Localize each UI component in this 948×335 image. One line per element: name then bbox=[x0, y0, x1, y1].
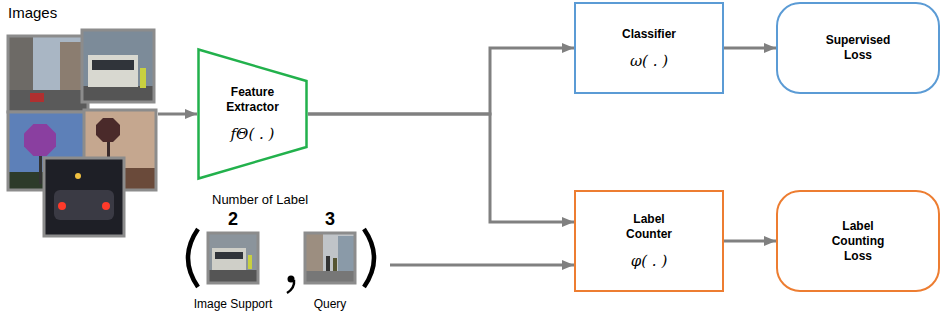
sign-post bbox=[39, 154, 42, 184]
image-set: Images bbox=[8, 4, 158, 236]
photo-frame bbox=[208, 233, 258, 283]
item-caption: Image Support bbox=[194, 296, 273, 312]
count-number: 3 bbox=[325, 208, 335, 230]
trapezoid-shape bbox=[199, 50, 307, 179]
node-title: Label Counter bbox=[619, 212, 679, 242]
street-light bbox=[75, 173, 81, 179]
person bbox=[248, 255, 252, 269]
road bbox=[82, 86, 154, 102]
photo-ground bbox=[82, 30, 154, 102]
item-caption: Query bbox=[314, 296, 347, 312]
tram-window bbox=[215, 252, 243, 259]
count-number: 2 bbox=[228, 208, 238, 230]
tail-light bbox=[102, 202, 110, 210]
comma-mark bbox=[287, 276, 295, 294]
support-item: 2Image Support bbox=[185, 208, 281, 312]
input-pair: Number of Label2Image Support3Query bbox=[180, 190, 390, 318]
stop-sign bbox=[24, 124, 56, 156]
building bbox=[8, 36, 33, 90]
node-title: Supervised Loss bbox=[818, 33, 898, 63]
stop-sign bbox=[96, 118, 120, 142]
node-title: Label Counting Loss bbox=[823, 219, 893, 264]
photo-frame bbox=[82, 30, 154, 102]
flow-arrow bbox=[390, 264, 574, 267]
person bbox=[326, 256, 330, 271]
node-title: Classifier bbox=[622, 27, 676, 42]
flow-arrow bbox=[724, 240, 776, 243]
road bbox=[305, 271, 355, 283]
person bbox=[333, 258, 337, 271]
photo-ground bbox=[305, 233, 355, 283]
open-bracket bbox=[188, 229, 198, 287]
photo-ground bbox=[44, 158, 124, 236]
photo-frame bbox=[8, 36, 88, 112]
process-box: Classifier ω( . ) bbox=[574, 2, 724, 94]
query-thumbnail bbox=[305, 233, 355, 283]
photo-frame bbox=[44, 158, 124, 236]
photo-street bbox=[8, 36, 88, 112]
building bbox=[338, 236, 355, 271]
tram bbox=[88, 55, 138, 87]
car bbox=[54, 190, 114, 220]
tram-window bbox=[92, 60, 134, 70]
photo-frame bbox=[305, 233, 355, 283]
building bbox=[305, 233, 323, 271]
photo-night bbox=[44, 158, 124, 236]
car bbox=[30, 93, 44, 102]
query-item: 3Query bbox=[295, 208, 365, 312]
group-heading: Number of Label bbox=[212, 192, 308, 208]
group-heading: Images bbox=[8, 4, 57, 22]
photo-ground bbox=[208, 233, 258, 283]
tram bbox=[212, 248, 246, 270]
support-thumbnail bbox=[208, 233, 258, 283]
flow-arrow bbox=[308, 48, 574, 114]
flow-arrow bbox=[308, 114, 574, 222]
function-label: fΘ( . ) bbox=[231, 125, 275, 143]
photo-ground bbox=[8, 36, 88, 112]
flow-arrow bbox=[158, 113, 197, 116]
comma-tail bbox=[287, 280, 294, 293]
close-bracket bbox=[364, 229, 374, 287]
function-label: φ( . ) bbox=[631, 252, 668, 270]
node-title: Feature Extractor bbox=[218, 85, 288, 115]
flow-arrow bbox=[724, 47, 776, 50]
loss-box: Supervised Loss bbox=[776, 2, 940, 94]
process-box: Label Counter φ( . ) bbox=[574, 190, 724, 292]
road bbox=[8, 90, 88, 112]
road bbox=[208, 270, 258, 283]
loss-box: Label Counting Loss bbox=[776, 190, 940, 292]
tail-light bbox=[58, 202, 66, 210]
person bbox=[140, 68, 146, 88]
photo-tram bbox=[82, 30, 154, 102]
extractor-trapezoid: Feature Extractor fΘ( . ) bbox=[197, 48, 308, 180]
image-collage bbox=[8, 30, 156, 236]
function-label: ω( . ) bbox=[630, 52, 668, 70]
